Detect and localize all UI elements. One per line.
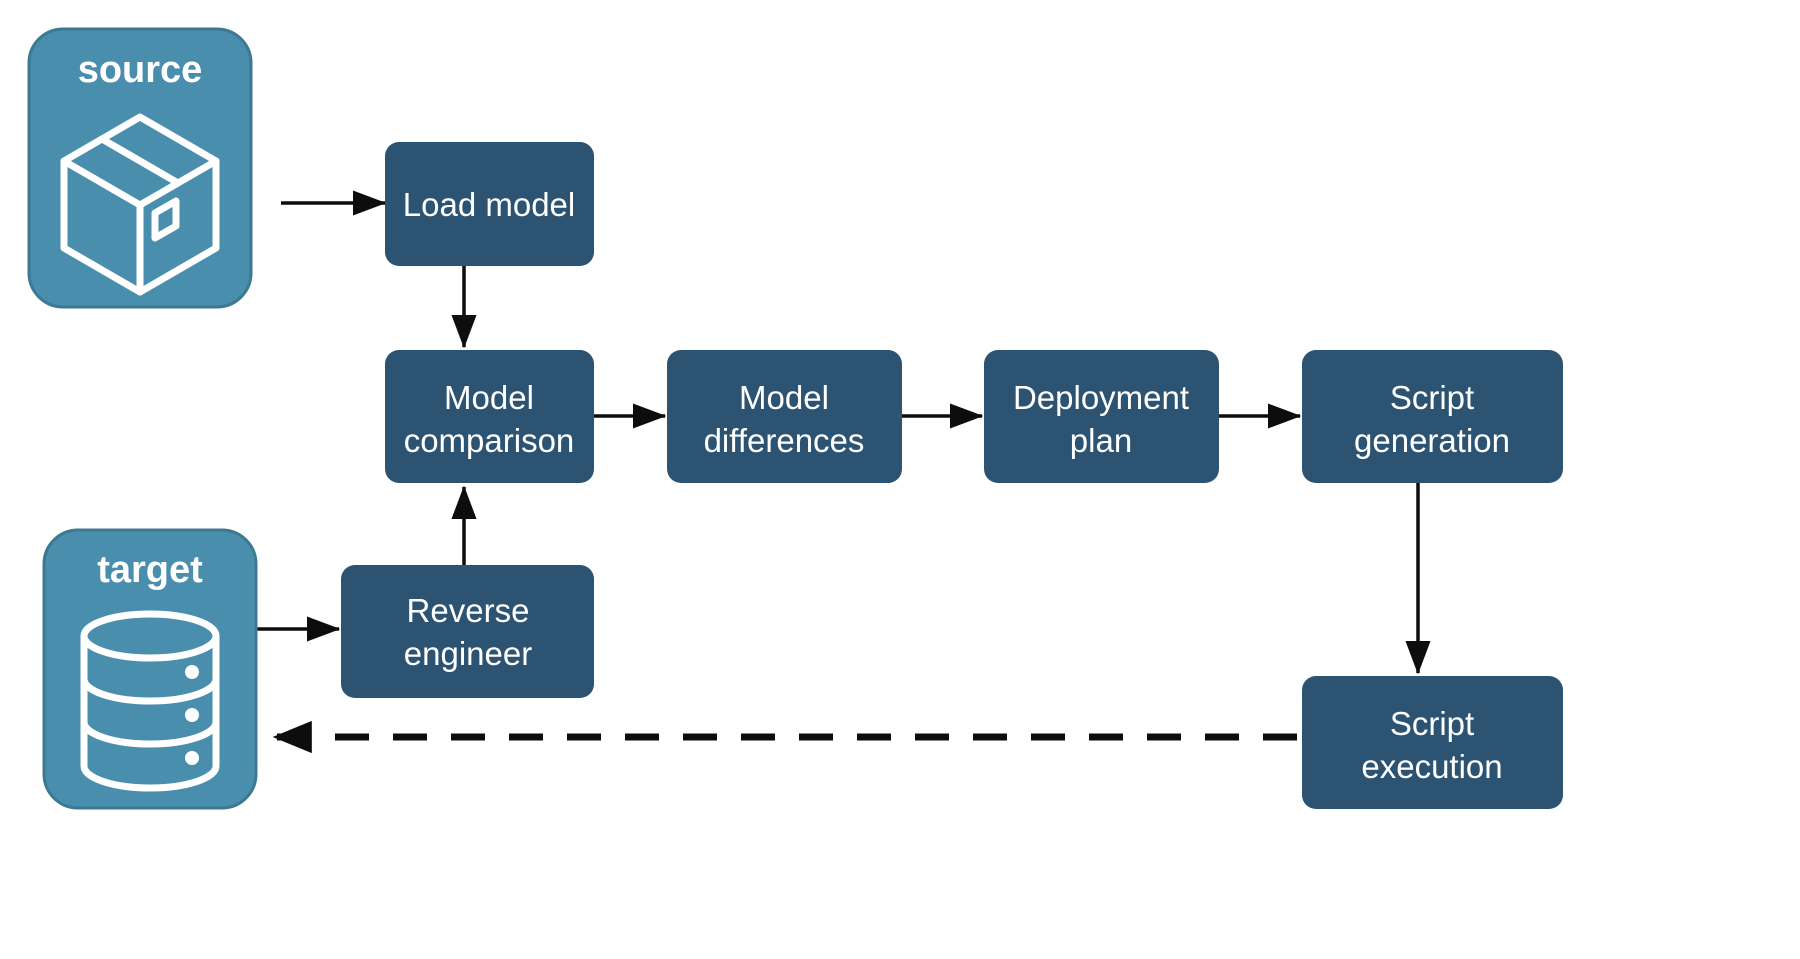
target-label: target [97,549,203,591]
deployment-plan-box[interactable] [984,350,1219,483]
script-execution-box[interactable] [1302,676,1563,809]
node-script-execution[interactable]: Script execution [1302,676,1563,809]
db-status-dot [185,708,199,722]
deployment-plan-label-line-2: plan [1070,422,1132,459]
script-execution-label-line-1: Script [1390,705,1474,742]
script-execution-label-line-2: execution [1361,748,1502,785]
node-script-generation[interactable]: Script generation [1302,350,1563,483]
script-generation-box[interactable] [1302,350,1563,483]
model-differences-label-line-2: differences [704,422,865,459]
deployment-plan-label-line-1: Deployment [1013,379,1189,416]
node-target[interactable]: target [42,528,258,810]
database-cylinder-icon [80,610,220,792]
model-differences-box[interactable] [667,350,902,483]
script-generation-label-line-1: Script [1390,379,1474,416]
model-comparison-label-line-2: comparison [404,422,575,459]
node-source[interactable]: source [27,27,253,309]
db-status-dot [185,665,199,679]
package-box-icon [60,113,220,296]
model-comparison-box[interactable] [385,350,594,483]
node-reverse-engineer[interactable]: Reverse engineer [341,565,594,698]
connection-layer [257,190,1431,754]
model-differences-label-line-1: Model [739,379,829,416]
load-model-box[interactable] [385,142,594,266]
reverse-engineer-label-line-1: Reverse [407,592,530,629]
script-generation-label-line-2: generation [1354,422,1510,459]
load-model-label-line-1: Load model [403,186,575,223]
node-model-comparison[interactable]: Model comparison [385,350,594,483]
source-box[interactable] [27,27,253,309]
db-status-dot [185,751,199,765]
source-label: source [78,49,203,91]
node-model-differences[interactable]: Model differences [667,350,902,483]
reverse-engineer-box[interactable] [341,565,594,698]
model-comparison-label-line-1: Model [444,379,534,416]
reverse-engineer-label-line-2: engineer [404,635,532,672]
node-load-model[interactable]: Load model [385,142,594,266]
node-deployment-plan[interactable]: Deployment plan [984,350,1219,483]
